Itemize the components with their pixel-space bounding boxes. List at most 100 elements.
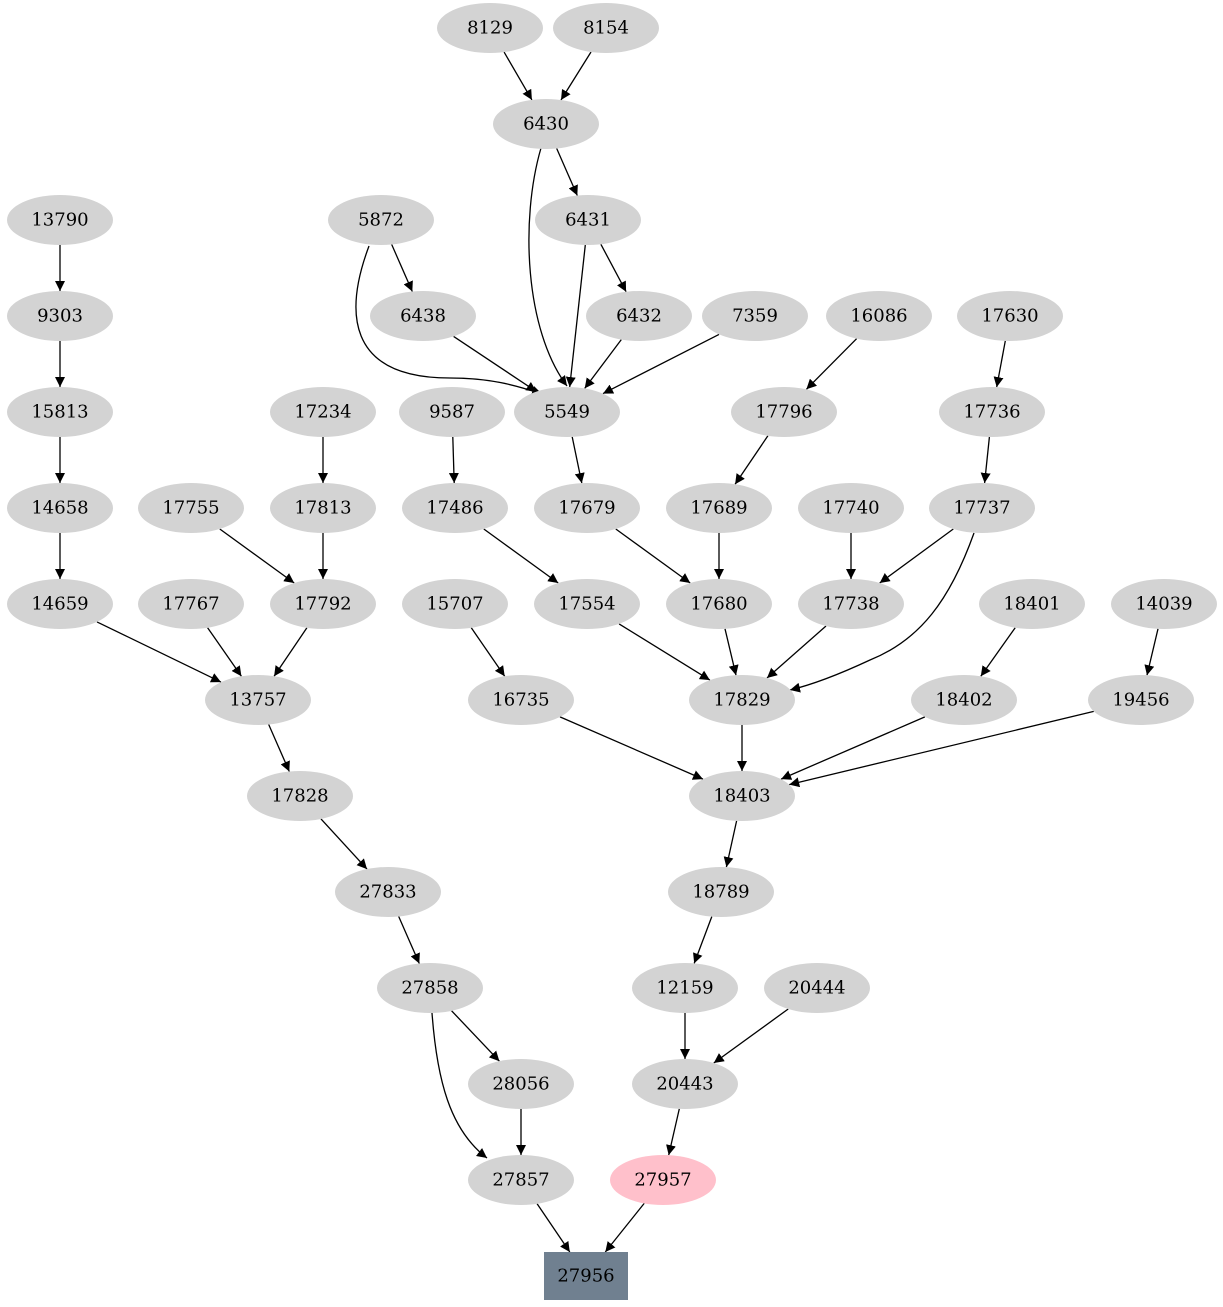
graph-node-17679[interactable]: 17679 bbox=[534, 483, 640, 533]
node-label: 8129 bbox=[467, 18, 513, 39]
graph-node-20443[interactable]: 20443 bbox=[632, 1059, 738, 1109]
graph-node-17680[interactable]: 17680 bbox=[666, 579, 772, 629]
edge-14659-to-13757 bbox=[96, 621, 222, 683]
node-ellipse bbox=[911, 675, 1017, 725]
graph-node-18403[interactable]: 18403 bbox=[689, 771, 795, 821]
node-ellipse bbox=[328, 195, 434, 245]
edge-17736-to-17737 bbox=[980, 436, 991, 484]
graph-node-17829[interactable]: 17829 bbox=[689, 675, 795, 725]
node-label: 17813 bbox=[294, 498, 351, 519]
node-ellipse bbox=[402, 579, 508, 629]
graph-node-17796[interactable]: 17796 bbox=[731, 387, 837, 437]
graph-node-28056[interactable]: 28056 bbox=[468, 1059, 574, 1109]
graph-node-19456[interactable]: 19456 bbox=[1088, 675, 1194, 725]
node-label: 17740 bbox=[822, 498, 879, 519]
node-label: 18789 bbox=[692, 882, 749, 903]
graph-node-18789[interactable]: 18789 bbox=[668, 867, 774, 917]
graph-node-5872[interactable]: 5872 bbox=[328, 195, 434, 245]
node-ellipse bbox=[586, 291, 692, 341]
graph-node-12159[interactable]: 12159 bbox=[632, 963, 738, 1013]
graph-node-8129[interactable]: 8129 bbox=[437, 3, 543, 53]
graph-node-6430[interactable]: 6430 bbox=[493, 99, 599, 149]
node-ellipse bbox=[493, 99, 599, 149]
node-ellipse bbox=[377, 963, 483, 1013]
graph-node-17737[interactable]: 17737 bbox=[929, 483, 1035, 533]
node-label: 19456 bbox=[1112, 690, 1169, 711]
node-label: 28056 bbox=[492, 1074, 549, 1095]
graph-node-17813[interactable]: 17813 bbox=[270, 483, 376, 533]
node-ellipse bbox=[399, 387, 505, 437]
graph-node-8154[interactable]: 8154 bbox=[553, 3, 659, 53]
edge-19456-to-18403 bbox=[789, 710, 1094, 788]
graph-node-6438[interactable]: 6438 bbox=[370, 291, 476, 341]
node-label: 17737 bbox=[953, 498, 1010, 519]
graph-node-16735[interactable]: 16735 bbox=[468, 675, 574, 725]
node-ellipse bbox=[764, 963, 870, 1013]
graph-node-18402[interactable]: 18402 bbox=[911, 675, 1017, 725]
node-ellipse bbox=[632, 1059, 738, 1109]
edge-8154-to-6430 bbox=[560, 51, 592, 101]
node-ellipse bbox=[247, 771, 353, 821]
edge-18403-to-18789 bbox=[723, 820, 738, 868]
graph-node-27957[interactable]: 27957 bbox=[610, 1155, 716, 1205]
graph-node-17234[interactable]: 17234 bbox=[270, 387, 376, 437]
node-label: 6431 bbox=[565, 210, 611, 231]
graph-node-14039[interactable]: 14039 bbox=[1111, 579, 1217, 629]
graph-node-9587[interactable]: 9587 bbox=[399, 387, 505, 437]
node-ellipse bbox=[468, 1059, 574, 1109]
edge-27957-to-27956 bbox=[604, 1202, 645, 1253]
graph-node-27858[interactable]: 27858 bbox=[377, 963, 483, 1013]
node-ellipse bbox=[731, 387, 837, 437]
edge-16086-to-17796 bbox=[805, 338, 858, 390]
graph-node-15813[interactable]: 15813 bbox=[7, 387, 113, 437]
graph-node-7359[interactable]: 7359 bbox=[702, 291, 808, 341]
graph-node-17828[interactable]: 17828 bbox=[247, 771, 353, 821]
node-ellipse bbox=[1088, 675, 1194, 725]
node-label: 17554 bbox=[558, 594, 615, 615]
graph-node-17486[interactable]: 17486 bbox=[402, 483, 508, 533]
graph-node-17736[interactable]: 17736 bbox=[939, 387, 1045, 437]
graph-node-17755[interactable]: 17755 bbox=[138, 483, 244, 533]
node-label: 17792 bbox=[294, 594, 351, 615]
graph-node-9303[interactable]: 9303 bbox=[7, 291, 113, 341]
node-label: 9587 bbox=[429, 402, 475, 423]
edge-17680-to-17829 bbox=[724, 628, 739, 676]
graph-node-13790[interactable]: 13790 bbox=[7, 195, 113, 245]
node-label: 6438 bbox=[400, 306, 446, 327]
graph-node-15707[interactable]: 15707 bbox=[402, 579, 508, 629]
node-ellipse bbox=[7, 195, 113, 245]
node-label: 12159 bbox=[656, 978, 713, 999]
node-label: 27956 bbox=[557, 1266, 614, 1287]
node-ellipse bbox=[534, 579, 640, 629]
node-ellipse bbox=[437, 3, 543, 53]
graph-node-18401[interactable]: 18401 bbox=[979, 579, 1085, 629]
node-label: 18402 bbox=[935, 690, 992, 711]
graph-node-14659[interactable]: 14659 bbox=[7, 579, 113, 629]
graph-node-17738[interactable]: 17738 bbox=[798, 579, 904, 629]
graph-node-16086[interactable]: 16086 bbox=[826, 291, 932, 341]
graph-node-6432[interactable]: 6432 bbox=[586, 291, 692, 341]
graph-node-17767[interactable]: 17767 bbox=[138, 579, 244, 629]
graph-node-5549[interactable]: 5549 bbox=[514, 387, 620, 437]
graph-node-17554[interactable]: 17554 bbox=[534, 579, 640, 629]
node-ellipse bbox=[702, 291, 808, 341]
edge-15707-to-16735 bbox=[470, 627, 506, 677]
graph-node-17630[interactable]: 17630 bbox=[957, 291, 1063, 341]
graph-node-14658[interactable]: 14658 bbox=[7, 483, 113, 533]
graph-node-17792[interactable]: 17792 bbox=[270, 579, 376, 629]
node-label: 17486 bbox=[426, 498, 483, 519]
graph-node-27833[interactable]: 27833 bbox=[335, 867, 441, 917]
node-ellipse bbox=[535, 195, 641, 245]
graph-node-17689[interactable]: 17689 bbox=[666, 483, 772, 533]
edge-27858-to-28056 bbox=[451, 1010, 500, 1062]
graph-node-20444[interactable]: 20444 bbox=[764, 963, 870, 1013]
graph-node-27857[interactable]: 27857 bbox=[468, 1155, 574, 1205]
graph-node-27956[interactable]: 27956 bbox=[544, 1252, 628, 1300]
graph-node-17740[interactable]: 17740 bbox=[798, 483, 904, 533]
edge-16735-to-18403 bbox=[559, 716, 704, 780]
node-ellipse bbox=[205, 675, 311, 725]
graph-node-13757[interactable]: 13757 bbox=[205, 675, 311, 725]
node-ellipse bbox=[957, 291, 1063, 341]
graph-node-6431[interactable]: 6431 bbox=[535, 195, 641, 245]
node-label: 17679 bbox=[558, 498, 615, 519]
